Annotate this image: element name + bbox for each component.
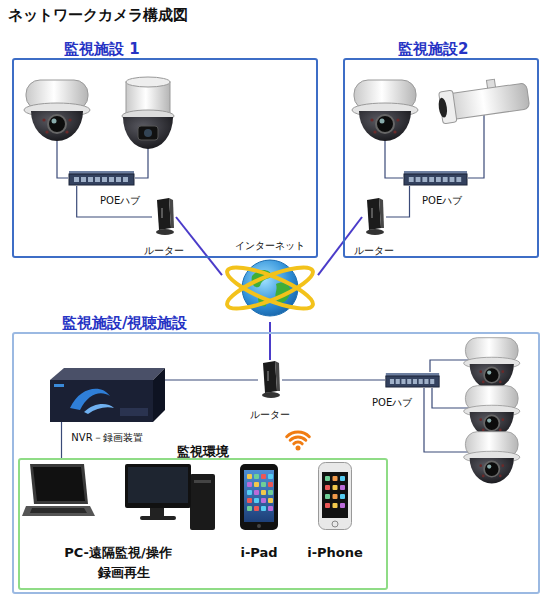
poe-hub: POEハブ (403, 170, 468, 186)
facility-region: 監視施設 1POEハブルーター (12, 58, 318, 258)
dome-camera (464, 432, 520, 484)
router: ルーター (362, 198, 386, 236)
wifi-symbol (287, 432, 310, 450)
router: ルーター (152, 198, 176, 236)
router-icon (362, 198, 386, 236)
dome-camera (352, 80, 418, 141)
text-holder: POEハブ (422, 189, 462, 208)
device-label: ルーター (250, 409, 290, 421)
router-icon (258, 360, 282, 400)
dome-camera (464, 386, 520, 438)
network-link (386, 186, 410, 217)
poe-hub: POEハブ (385, 372, 440, 388)
poe-hub-icon (403, 170, 468, 186)
router: ルーター (258, 360, 282, 400)
text-holder: PC-遠隔監視/操作 (64, 542, 172, 561)
text-holder: i-Pad (240, 542, 277, 561)
device-label: NVR－録画装置 (71, 432, 142, 444)
facility-heading: 監視施設 1 (64, 41, 140, 58)
text-holder: POEハブ (372, 391, 412, 410)
text-holder: 監視施設2 (398, 39, 468, 58)
router-icon (152, 198, 176, 236)
group-heading: 監視環境 (177, 445, 229, 460)
text-holder: ルーター (250, 403, 290, 422)
text-holder: インターネット (233, 234, 307, 253)
text-holder: 監視施設 1 (64, 39, 140, 58)
text-holder: 監視施設/視聴施設 (62, 313, 187, 332)
device-label: PC-遠隔監視/操作 (64, 546, 172, 561)
poe-hub-icon (385, 372, 440, 388)
poe-hub-icon (68, 170, 135, 186)
facility-region: 監視施設2POEハブルーター (343, 58, 539, 258)
network-link (282, 379, 385, 380)
text-holder: ルーター (354, 239, 394, 258)
title-holder: ネットワークカメラ構成図 (8, 5, 188, 24)
network-link (269, 322, 271, 360)
text-holder: 監視環境 (177, 441, 229, 460)
facility-region: 監視施設/視聴施設NVR－録画装置ルーターPOEハブ監視環境録画再生PC-遠隔監… (12, 332, 540, 594)
network-link (61, 422, 62, 458)
device-label: POEハブ (100, 195, 140, 207)
internet-globe (222, 250, 318, 322)
internet-cloud: インターネット (222, 250, 318, 322)
bullet-camera (436, 75, 530, 124)
network-link (165, 379, 258, 380)
text-holder: POEハブ (100, 189, 140, 208)
poe-hub: POEハブ (68, 170, 135, 186)
facility-heading: 監視施設2 (398, 41, 468, 58)
dome-camera (464, 338, 520, 390)
dome-camera (24, 80, 90, 141)
text-holder: ルーター (144, 239, 184, 258)
internet-label: インターネット (233, 240, 307, 252)
device-label: i-Pad (240, 546, 277, 561)
phone-device: i-Phone (318, 462, 352, 530)
ipad-icon (240, 464, 278, 530)
group-note: 録画再生 (98, 566, 150, 581)
tablet-device: i-Pad (240, 464, 278, 530)
monitoring-group: 監視環境録画再生PC-遠隔監視/操作i-Padi-Phone (18, 458, 388, 590)
device-label: POEハブ (422, 195, 462, 207)
device-label: ルーター (144, 245, 184, 257)
diagram-title: ネットワークカメラ構成図 (8, 7, 188, 24)
pc-terminal: PC-遠隔監視/操作 (22, 462, 215, 530)
nvr-recorder: NVR－録画装置 (50, 368, 165, 422)
text-holder: i-Phone (307, 542, 363, 561)
text-holder: NVR－録画装置 (71, 426, 142, 445)
iphone-icon (318, 462, 352, 530)
network-link (77, 186, 152, 217)
nvr-recorder-icon (50, 368, 165, 422)
ptz-camera (122, 77, 174, 149)
device-label: i-Phone (307, 546, 363, 561)
device-label: POEハブ (372, 397, 412, 409)
pc-computers-icon (22, 462, 215, 530)
device-label: ルーター (354, 245, 394, 257)
text-holder: 録画再生 (98, 562, 150, 581)
camera-wire (468, 110, 484, 178)
facility-heading: 監視施設/視聴施設 (62, 315, 187, 332)
